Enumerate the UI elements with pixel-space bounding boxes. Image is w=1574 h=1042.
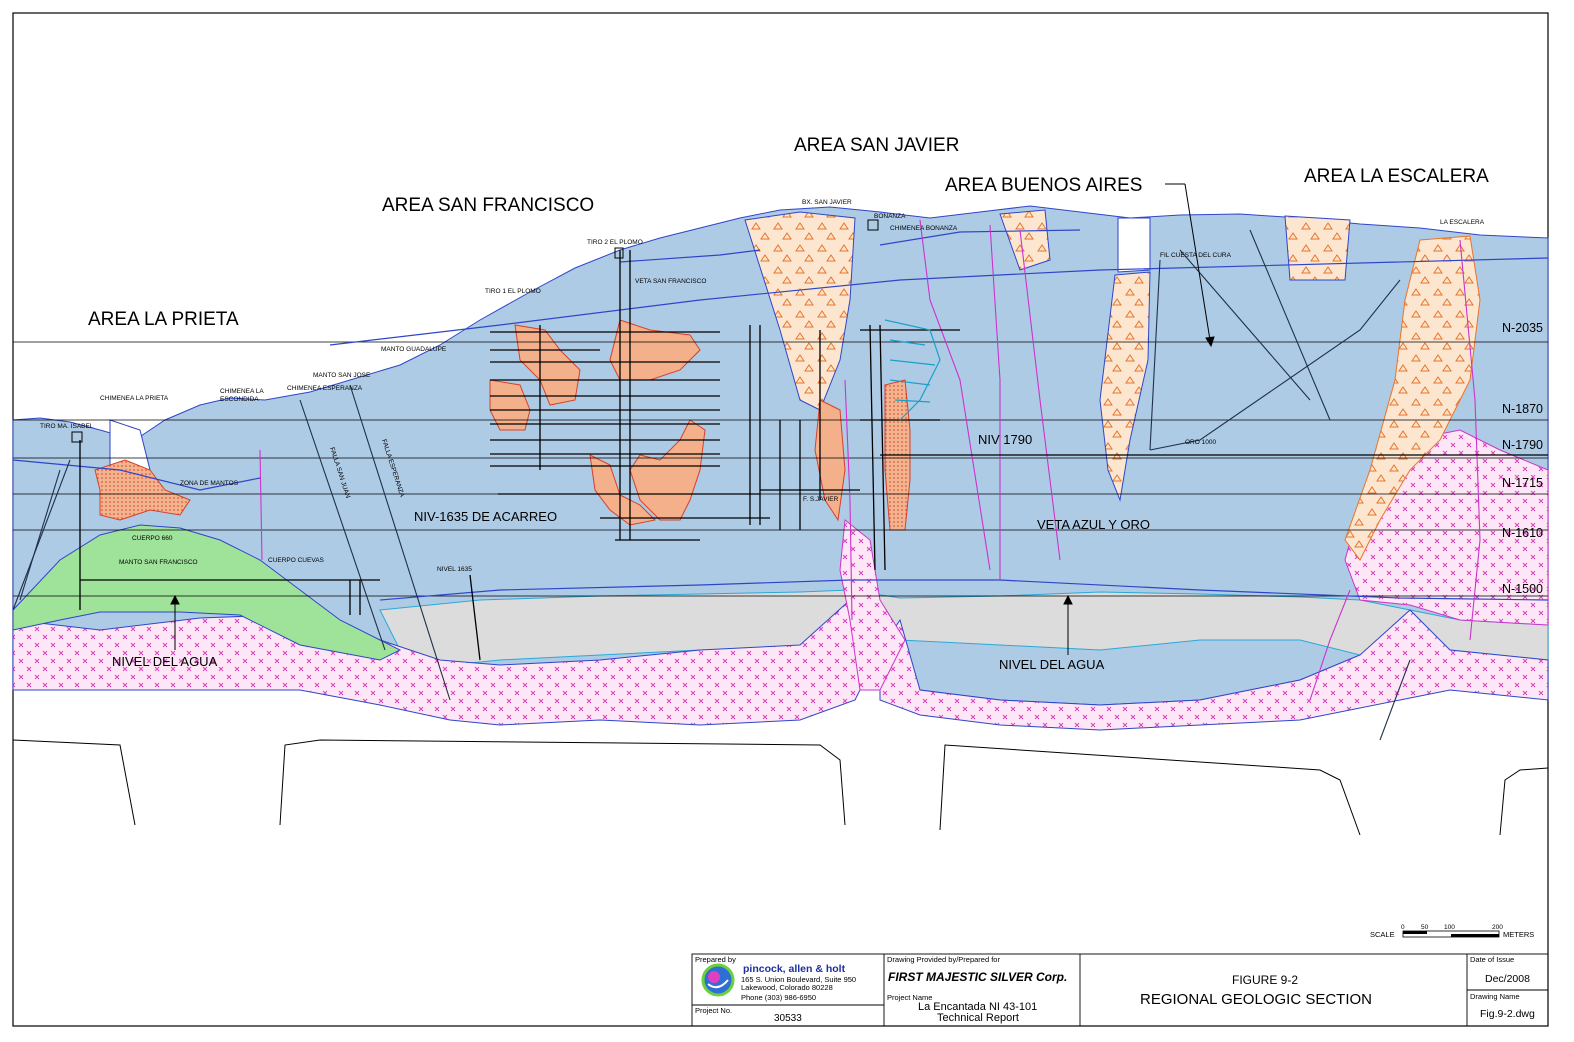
- small-label: BX. SAN JAVIER: [802, 199, 852, 206]
- drawing-label: Drawing Name: [1470, 992, 1520, 1001]
- project-no: 30533: [774, 1013, 802, 1024]
- contact-lines: [12, 229, 1549, 601]
- small-label: ESCONDIDA: [220, 396, 259, 403]
- company-name: pincock, allen & holt: [743, 963, 846, 975]
- mine-workings: [79, 250, 1548, 661]
- date-label: Date of Issue: [1470, 955, 1514, 964]
- scale-label: SCALE: [1370, 930, 1395, 939]
- intrusive-right: [879, 609, 1549, 731]
- void-buenos-aires: [1117, 217, 1151, 273]
- scale-tick: 200: [1492, 924, 1503, 931]
- fault-lines: [12, 229, 1411, 741]
- small-label: LA ESCALERA: [1440, 219, 1485, 226]
- ore-body-1: [514, 324, 581, 406]
- ore-body-zona-mantos: [94, 459, 191, 521]
- small-label: NIVEL 1635: [437, 566, 472, 573]
- veta-azul-label: VETA AZUL Y ORO: [1037, 517, 1150, 532]
- breccia-buenos-aires-1: [999, 209, 1051, 271]
- provided-by-label: Drawing Provided by/Prepared for: [887, 955, 1000, 964]
- small-label: TIRO MA. ISABEL: [40, 423, 94, 430]
- small-label: CUERPO 660: [132, 535, 173, 542]
- level-label: N-1715: [1502, 476, 1543, 490]
- project-name-label: Project Name: [887, 993, 932, 1002]
- project-name: Technical Report: [937, 1012, 1019, 1024]
- small-label: ZONA DE MANTOS: [180, 480, 239, 487]
- prepared-by-label: Prepared by: [695, 955, 736, 964]
- ore-body-4: [629, 419, 706, 521]
- area-la-escalera-label: AREA LA ESCALERA: [1304, 166, 1489, 187]
- area-la-prieta-label: AREA LA PRIETA: [88, 309, 239, 330]
- small-label: ORO 1000: [1185, 439, 1216, 446]
- breccia-escalera: [1344, 235, 1481, 561]
- small-label: CHIMENEA BONANZA: [890, 225, 958, 232]
- small-label: MANTO SAN JOSE: [313, 372, 371, 379]
- small-label: MANTO SAN FRANCISCO: [119, 559, 198, 566]
- small-label: FIL CUESTA DEL CURA: [1160, 252, 1232, 259]
- area-buenos-aires-label: AREA BUENOS AIRES: [945, 175, 1142, 196]
- small-label: TIRO 1 EL PLOMO: [485, 288, 541, 295]
- small-label: TIRO 2 EL PLOMO: [587, 239, 643, 246]
- manto-san-francisco: [12, 524, 402, 661]
- scale-tick: 0: [1401, 924, 1405, 931]
- project-no-label: Project No.: [695, 1006, 732, 1015]
- breccia-cuesta: [1284, 215, 1351, 281]
- shaft-headframes: [71, 219, 879, 443]
- nivel-agua-right-label: NIVEL DEL AGUA: [999, 657, 1105, 672]
- label-arrows: [170, 183, 1215, 655]
- lower-outlines: [12, 739, 1549, 836]
- company-address: Lakewood, Colorado 80228: [741, 983, 833, 992]
- scale-unit: METERS: [1503, 930, 1534, 939]
- client-name: FIRST MAJESTIC SILVER Corp.: [888, 970, 1067, 984]
- small-label: CUERPO CUEVAS: [268, 557, 325, 564]
- project-name: La Encantada NI 43-101: [918, 1001, 1037, 1013]
- title-block: [691, 953, 1549, 1027]
- small-label: MANTO GUADALUPE: [381, 346, 447, 353]
- scale-tick: 100: [1444, 924, 1455, 931]
- area-san-francisco-label: AREA SAN FRANCISCO: [382, 195, 594, 216]
- dike-lines: [259, 219, 1481, 701]
- small-label: CHIMENEA ESPERANZA: [287, 385, 363, 392]
- level-label: N-2035: [1502, 321, 1543, 335]
- breccia-buenos-aires-2: [1099, 271, 1151, 502]
- small-label: CHIMENEA LA PRIETA: [100, 395, 169, 402]
- nivel-agua-left-label: NIVEL DEL AGUA: [112, 654, 218, 669]
- intrusive-san-javier: [839, 519, 906, 691]
- scale-tick: 50: [1421, 924, 1429, 931]
- breccia-san-javier: [744, 211, 856, 411]
- company-address: 165 S. Union Boulevard, Suite 950: [741, 975, 856, 984]
- figure-number: FIGURE 9-2: [1232, 973, 1298, 987]
- small-label: F. S.JAVIER: [803, 496, 839, 503]
- issue-date: Dec/2008: [1485, 973, 1530, 985]
- niv-1790-label: NIV 1790: [978, 432, 1032, 447]
- level-label: N-1870: [1502, 402, 1543, 416]
- small-label: BONANZA: [874, 213, 906, 220]
- stope-workings: [884, 319, 941, 421]
- niv-1635-label: NIV-1635 DE ACARREO: [414, 509, 557, 524]
- small-label: CHIMENEA LA: [220, 388, 264, 395]
- level-label: N-1790: [1502, 438, 1543, 452]
- scale-bar: SCALE 0 50 100 200 METERS: [1370, 924, 1534, 939]
- level-label: N-1610: [1502, 526, 1543, 540]
- area-san-javier-label: AREA SAN JAVIER: [794, 135, 959, 156]
- drawing-file: Fig.9-2.dwg: [1480, 1008, 1535, 1020]
- ore-body-5: [589, 454, 657, 526]
- small-label: VETA SAN FRANCISCO: [635, 278, 706, 285]
- company-phone: Phone (303) 986-6950: [741, 993, 816, 1002]
- level-label: N-1500: [1502, 582, 1543, 596]
- pah-logo: [701, 963, 735, 997]
- figure-title: REGIONAL GEOLOGIC SECTION: [1140, 991, 1372, 1008]
